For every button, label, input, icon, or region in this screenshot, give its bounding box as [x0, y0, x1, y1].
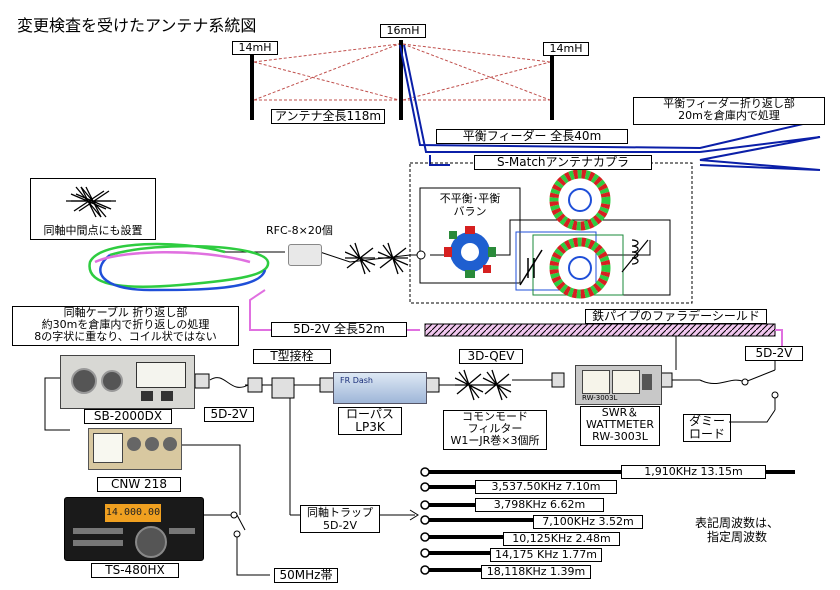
cable-main-label: 5D-2V 全長52m — [271, 322, 407, 337]
cable-left-label: 5D-2V — [204, 407, 254, 422]
frequency-note-line2: 指定周波数 — [706, 530, 767, 544]
lowpass-line2: LP3K — [355, 420, 385, 434]
antenna-length: アンテナ全長118m — [271, 109, 385, 124]
t-joint-label: T型接栓 — [253, 349, 331, 364]
feeder-fold-line1: 平衡フィーダー折り返し部 — [663, 97, 795, 110]
common-mode-line2: フィルター — [467, 422, 523, 435]
frequency-note: 表記周波数は、 指定周波数 — [678, 516, 796, 544]
trap-freq: 18,118KHz 1.39m — [481, 565, 591, 579]
swr-line1: SWR＆ — [601, 406, 639, 419]
cable-right-label: 5D-2V — [745, 346, 803, 361]
trap-freq: 7,100KHz 3.52m — [533, 515, 643, 529]
feeder-fold-line2: 20mを倉庫内で処理 — [678, 109, 780, 122]
lowpass-line1: ローパス — [346, 407, 394, 421]
lpf-brand: FR Dash — [340, 376, 374, 385]
dummy-line2: ロード — [688, 427, 725, 441]
rfc-label: RFC-8×20個 — [266, 224, 333, 237]
ts480hx-label: TS-480HX — [91, 563, 179, 578]
button-row-icon — [169, 528, 195, 534]
sb2000dx-label: SB-2000DX — [84, 409, 172, 424]
trap-freq: 3,537.50KHz 7.10m — [475, 480, 617, 494]
common-mode-filter-icon — [455, 369, 512, 401]
midpoint-note: 同軸中間点にも設置 — [43, 224, 143, 237]
balun-core — [444, 226, 496, 278]
sb2000dx-amplifier — [60, 355, 195, 409]
dial-icon — [135, 526, 167, 558]
button-row-icon — [73, 540, 123, 546]
mast-right-height: 14mH — [543, 42, 589, 56]
balun-frame — [419, 187, 521, 284]
mast-left — [250, 55, 254, 120]
trap-line2: 5D-2V — [323, 519, 357, 532]
trap-freq: 3,798KHz 6.62m — [475, 498, 604, 512]
cable-3dqev-label: 3D-QEV — [459, 349, 523, 364]
coil-note-line2: 約30mを倉庫内で折り返しの処理 — [41, 318, 210, 331]
choke-icon-upper — [345, 242, 409, 275]
knob-icon — [71, 368, 97, 394]
coil-note: 同軸ケーブル 折り返し部 約30mを倉庫内で折り返しの処理 8の字状に重なり、コ… — [12, 306, 239, 346]
mast-left-height: 14mH — [232, 41, 278, 55]
meter-icon — [612, 370, 640, 394]
knob-icon — [163, 437, 177, 451]
ts480hx-transceiver: 14.000.00 — [64, 497, 204, 561]
trap-line1: 同軸トラップ — [307, 506, 373, 519]
mast-center — [399, 40, 403, 120]
meter-icon — [136, 362, 186, 388]
trap-freq: 14,175 KHz 1.77m — [490, 548, 602, 562]
swr-brand: RW-3003L — [582, 394, 618, 402]
knob-icon — [127, 437, 141, 451]
toroid-top — [549, 169, 611, 231]
variable-capacitor — [519, 249, 543, 286]
balun-line1: 不平衡･平衡 — [439, 192, 501, 205]
faraday-shield — [424, 323, 776, 337]
switch-icon — [161, 391, 173, 401]
meter-icon — [582, 370, 610, 394]
mast-center-height: 16mH — [380, 24, 426, 38]
common-mode-line3: W1ーJR巻×3個所 — [450, 434, 540, 447]
trap-label: 同軸トラップ 5D-2V — [300, 505, 380, 533]
dummy-line1: ダミー — [688, 414, 725, 428]
tuner-label: S-Matchアンテナカプラ — [474, 155, 652, 170]
button-row-icon — [73, 528, 123, 534]
balun-line2: バラン — [453, 205, 487, 218]
mast-right — [550, 55, 554, 120]
coil-note-line1: 同軸ケーブル 折り返し部 — [63, 306, 188, 319]
dummy-load: ダミー ロード — [683, 414, 731, 442]
trap-freq: 1,910KHz 13.15m — [621, 465, 766, 479]
balanced-feeder — [399, 44, 821, 171]
choke-icon — [66, 186, 116, 218]
variable-coil — [621, 239, 649, 273]
figure8-coil — [88, 242, 270, 292]
rfc-block — [288, 244, 322, 266]
band-50-label: 50MHz帯 — [274, 568, 338, 583]
swr-line3: RW-3003L — [592, 430, 648, 443]
swr-line2: WATTMETER — [586, 418, 654, 431]
switch-icon — [141, 391, 153, 401]
frequency-note-line1: 表記周波数は、 — [694, 516, 779, 530]
lowpass-label: ローパス LP3K — [338, 407, 402, 435]
midpoint-choke-box: 同軸中間点にも設置 — [30, 178, 156, 240]
balun-label: 不平衡･平衡 バラン — [425, 192, 515, 218]
knob-icon — [101, 370, 123, 392]
ts480hx-display: 14.000.00 — [105, 504, 161, 522]
swr-wattmeter: RW-3003L — [575, 365, 662, 405]
switch-icon — [642, 374, 652, 390]
feeder-fold-note: 平衡フィーダー折り返し部 20mを倉庫内で処理 — [633, 97, 825, 125]
common-mode-label: コモンモード フィルター W1ーJR巻×3個所 — [443, 410, 547, 450]
shield-label: 鉄パイプのファラデーシールド — [585, 309, 767, 324]
antenna-wires — [253, 43, 551, 101]
cnw218-tuner — [88, 428, 182, 470]
lowpass-filter: FR Dash — [333, 372, 427, 404]
swr-label: SWR＆ WATTMETER RW-3003L — [580, 406, 660, 446]
meter-icon — [93, 433, 123, 463]
trap-freq: 10,125KHz 2.48m — [503, 532, 620, 546]
toroid-bottom — [549, 237, 611, 299]
common-mode-line1: コモンモード — [462, 410, 528, 423]
coil-note-line3: 8の字状に重なり、コイル状ではない — [34, 330, 217, 343]
page-title: 変更検査を受けたアンテナ系統図 — [17, 16, 257, 35]
knob-icon — [145, 437, 159, 451]
feeder-length: 平衡フィーダー 全長40m — [436, 129, 628, 144]
dummy-load-wire — [729, 409, 776, 423]
cnw218-label: CNW 218 — [97, 477, 181, 492]
